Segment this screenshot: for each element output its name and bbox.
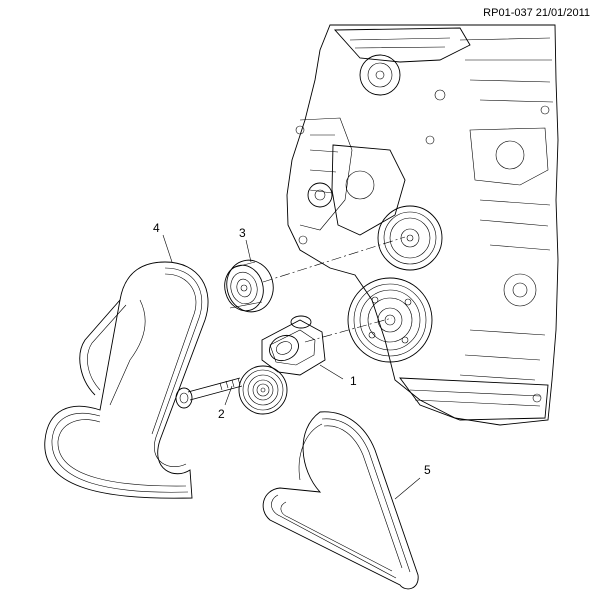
leader-1 [319, 364, 344, 380]
callout-2: 2 [218, 407, 225, 421]
callout-5: 5 [424, 463, 431, 477]
drive-belt-short [262, 411, 419, 590]
leader-2 [224, 385, 233, 406]
tensioner-bolt [175, 377, 243, 409]
drawing-reference: RP01-037 21/01/2011 [483, 7, 590, 19]
tensioner-centerline [304, 317, 393, 343]
callout-1: 1 [350, 374, 357, 388]
engine-block [286, 24, 559, 426]
idler-pulley-centerline [262, 236, 406, 283]
callout-3: 3 [239, 226, 246, 240]
leader-5 [394, 477, 421, 500]
belt-tensioner [238, 315, 326, 415]
idler-pulley [224, 259, 274, 313]
leader-3 [245, 239, 252, 263]
callout-4: 4 [153, 221, 160, 235]
leader-4 [162, 234, 173, 263]
drive-belt-long [44, 261, 209, 499]
